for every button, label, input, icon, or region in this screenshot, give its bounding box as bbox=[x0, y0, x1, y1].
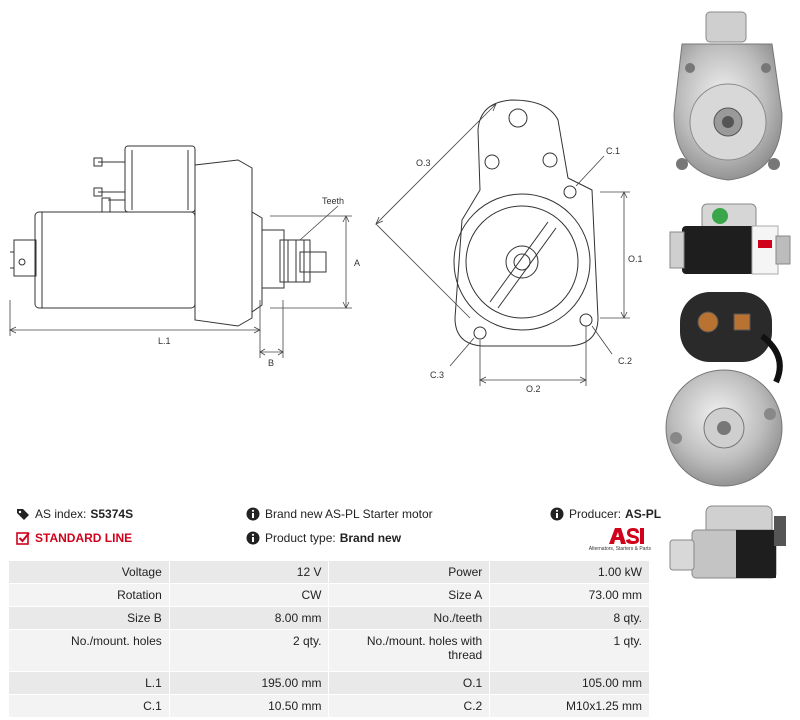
spec-value: 73.00 mm bbox=[489, 583, 650, 607]
as-pl-logo: Alternators, Starters & Parts bbox=[585, 526, 651, 556]
producer: Producer: AS-PL bbox=[550, 504, 661, 524]
spec-value: CW bbox=[168, 583, 330, 607]
label-l1: L.1 bbox=[158, 336, 171, 346]
as-index-label: AS index: bbox=[35, 507, 87, 521]
solenoid bbox=[124, 145, 196, 213]
label-c1: C.1 bbox=[606, 146, 620, 156]
shaft-bore bbox=[505, 245, 539, 279]
info-icon bbox=[246, 507, 260, 521]
spec-value: 8 qty. bbox=[489, 606, 650, 630]
spec-key: L.1 bbox=[8, 671, 170, 695]
checkbox-checked-icon bbox=[16, 532, 30, 545]
label-teeth: Teeth bbox=[322, 196, 344, 206]
spec-value: 8.00 mm bbox=[168, 606, 330, 630]
spec-key: C.2 bbox=[328, 694, 491, 718]
label-o1: O.1 bbox=[628, 254, 643, 264]
spec-key: Size B bbox=[8, 606, 170, 630]
standard-line-label: STANDARD LINE bbox=[35, 531, 133, 545]
table-row: Size B 8.00 mm No./teeth 8 qty. bbox=[8, 606, 650, 630]
spec-value: 1.00 kW bbox=[489, 560, 650, 584]
standard-line: STANDARD LINE bbox=[16, 528, 132, 548]
spec-key: O.1 bbox=[328, 671, 491, 695]
spec-key: No./mount. holes with thread bbox=[328, 629, 491, 672]
label-o3: O.3 bbox=[416, 158, 431, 168]
product-type-label: Product type: bbox=[265, 531, 336, 545]
label-c2: C.2 bbox=[618, 356, 632, 366]
spec-value: 105.00 mm bbox=[489, 671, 650, 695]
spec-value: 2 qty. bbox=[168, 629, 330, 672]
technical-drawing: Teeth A B L.1 O.3 C.1 O.1 C.2 C.3 O.2 bbox=[9, 99, 643, 394]
mount-hole-top bbox=[508, 108, 528, 128]
drive-housing bbox=[194, 159, 253, 327]
producer-value: AS-PL bbox=[625, 507, 662, 521]
label-b: B bbox=[268, 358, 274, 368]
front-view-flange bbox=[453, 99, 599, 347]
photo-side-view bbox=[662, 196, 796, 282]
table-row: Voltage 12 V Power 1.00 kW bbox=[8, 560, 650, 584]
photo-three-quarter bbox=[662, 500, 796, 588]
side-view-starter bbox=[10, 145, 327, 327]
producer-label: Producer: bbox=[569, 507, 622, 521]
mount-hole-c1 bbox=[563, 185, 577, 199]
spec-value: M10x1.25 mm bbox=[489, 694, 650, 718]
motor-body bbox=[34, 211, 196, 309]
as-index: AS index: S5374S bbox=[16, 504, 133, 524]
info-icon bbox=[246, 531, 260, 545]
spec-value: 10.50 mm bbox=[168, 694, 330, 718]
table-row: L.1 195.00 mm O.1 105.00 mm bbox=[8, 671, 650, 695]
photo-front-flange bbox=[662, 4, 796, 192]
tag-icon bbox=[17, 509, 29, 520]
pinion-gear bbox=[279, 239, 311, 283]
label-c3: C.3 bbox=[430, 370, 444, 380]
end-cap bbox=[13, 239, 37, 277]
spec-key: Rotation bbox=[8, 583, 170, 607]
spec-key: Power bbox=[328, 560, 491, 584]
label-a: A bbox=[354, 258, 360, 268]
table-row: C.1 10.50 mm C.2 M10x1.25 mm bbox=[8, 694, 650, 718]
pinion-shaft bbox=[261, 229, 285, 289]
table-row: No./mount. holes 2 qty. No./mount. holes… bbox=[8, 629, 650, 672]
spec-key: Voltage bbox=[8, 560, 170, 584]
spec-table: Voltage 12 V Power 1.00 kW Rotation CW S… bbox=[8, 560, 650, 718]
product-type-value: Brand new bbox=[339, 531, 402, 545]
description-text: Brand new AS-PL Starter motor bbox=[265, 507, 433, 521]
info-icon bbox=[550, 507, 564, 521]
product-type: Product type: Brand new bbox=[246, 528, 401, 548]
spec-value: 195.00 mm bbox=[168, 671, 330, 695]
spec-value: 12 V bbox=[168, 560, 330, 584]
label-o2: O.2 bbox=[526, 384, 541, 394]
spec-key: Size A bbox=[328, 583, 491, 607]
mount-hole-c3 bbox=[473, 326, 487, 340]
flange-outline bbox=[454, 99, 599, 347]
spec-value: 1 qty. bbox=[489, 629, 650, 672]
photo-rear-terminals bbox=[662, 286, 796, 492]
description: Brand new AS-PL Starter motor bbox=[246, 504, 433, 524]
table-row: Rotation CW Size A 73.00 mm bbox=[8, 583, 650, 607]
flange-face bbox=[453, 193, 591, 331]
logo-tagline: Alternators, Starters & Parts bbox=[588, 546, 651, 552]
spec-key: C.1 bbox=[8, 694, 170, 718]
spec-key: No./mount. holes bbox=[8, 629, 170, 672]
spec-key: No./teeth bbox=[328, 606, 491, 630]
mount-hole-c2 bbox=[579, 313, 593, 327]
as-index-value: S5374S bbox=[90, 507, 134, 521]
